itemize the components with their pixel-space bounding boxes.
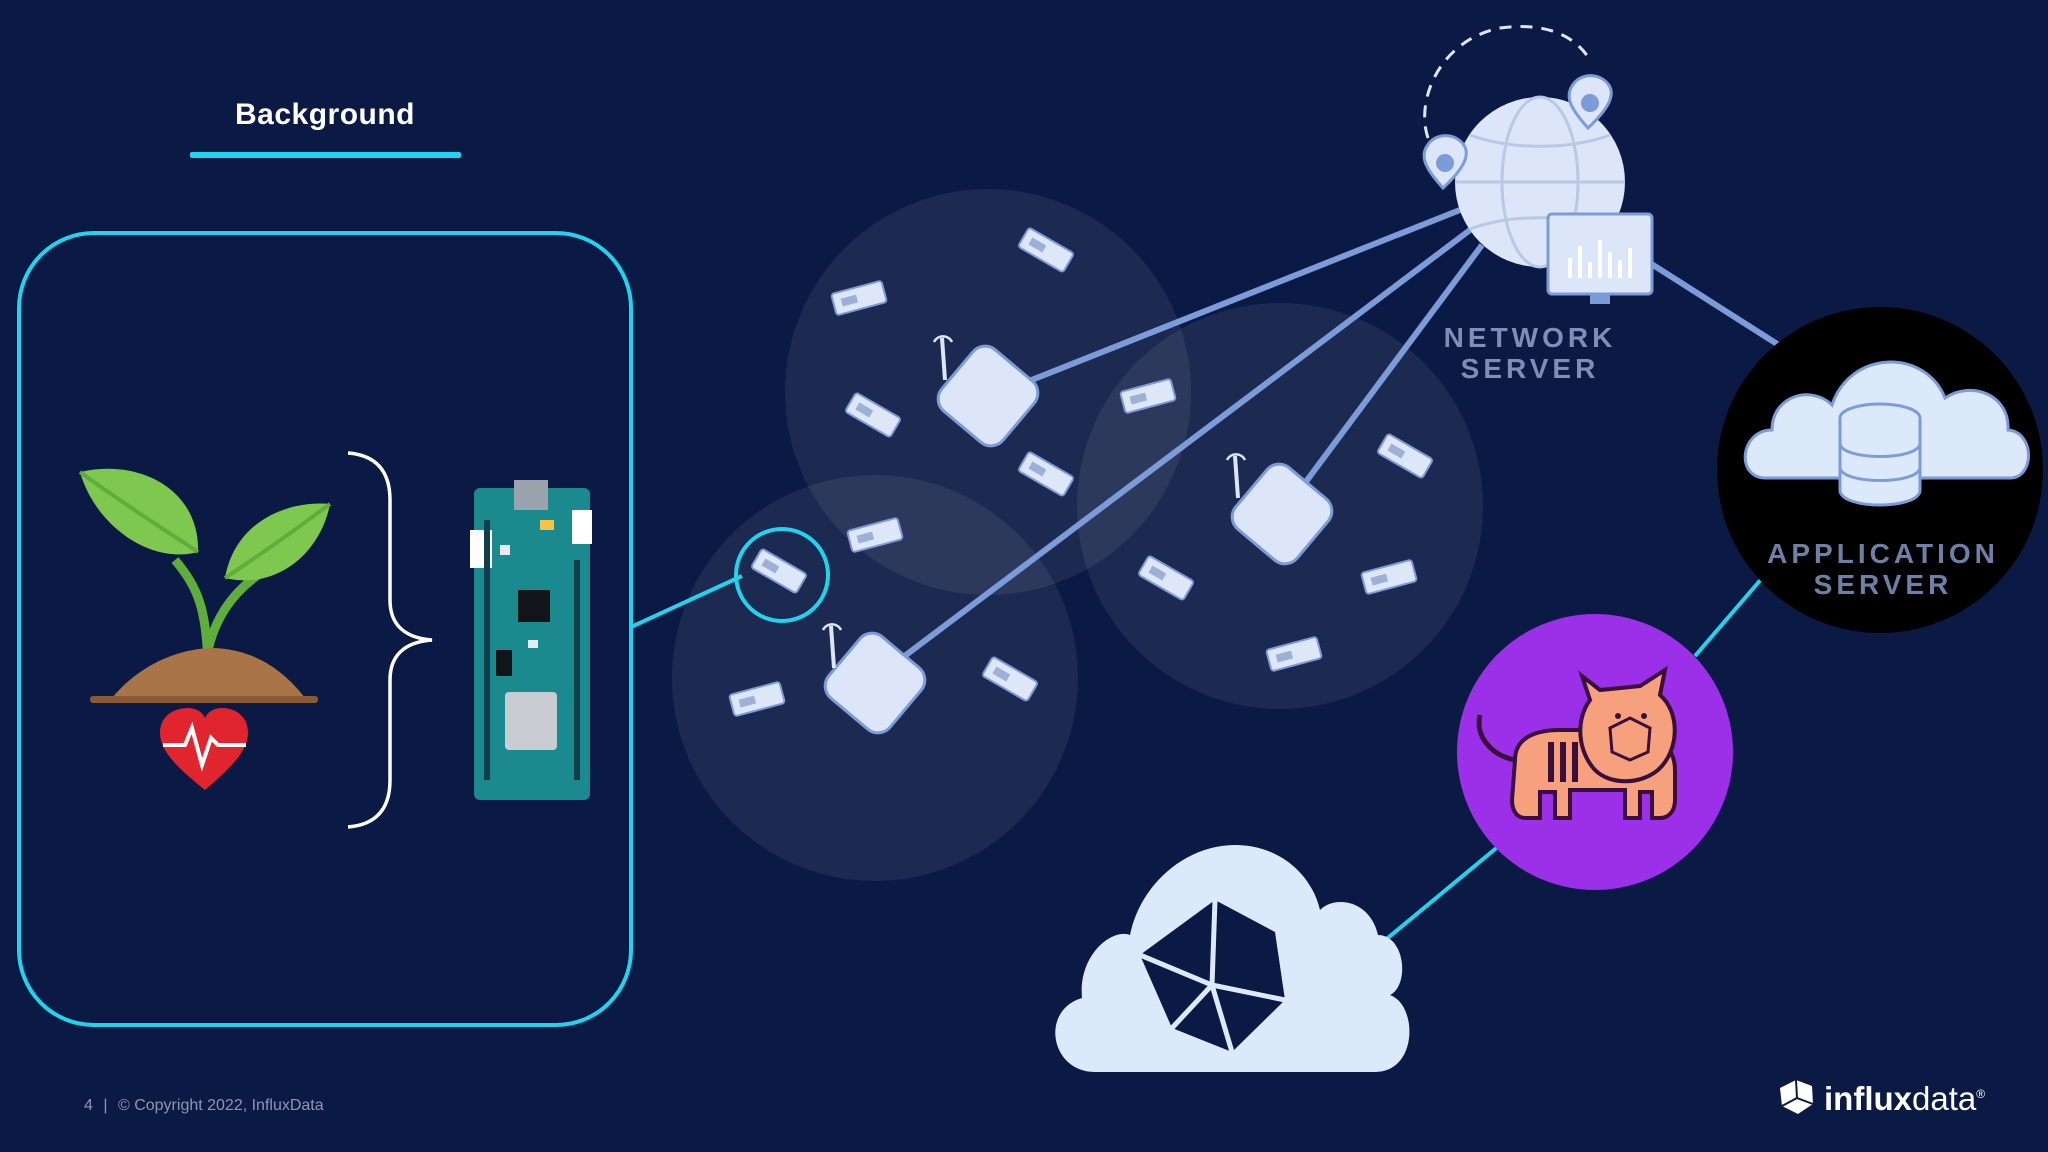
gateway-link-3 — [1302, 243, 1485, 485]
network-server-label: NETWORK SERVER — [1443, 322, 1617, 384]
title-underline — [190, 152, 461, 158]
lora-gateway-icon — [932, 335, 1040, 448]
logo-registered-mark: ® — [1976, 1087, 1986, 1101]
influxdb-cloud-icon — [1055, 845, 1410, 1072]
footer-separator: | — [103, 1097, 108, 1114]
footer: 4 | © Copyright 2022, InfluxData — [84, 1097, 324, 1115]
page-number: 4 — [84, 1097, 93, 1114]
dashed-orbit — [1423, 25, 1592, 139]
telegraf-tiger-icon — [1457, 614, 1733, 890]
device-box — [17, 231, 633, 1027]
device-link — [630, 574, 743, 629]
highlighted-sensor — [734, 527, 830, 623]
location-pin-icon — [1567, 74, 1613, 131]
copyright-text: © Copyright 2022, InfluxData — [117, 1097, 324, 1114]
influxdata-logo-mark-icon — [1780, 1079, 1814, 1114]
application-server-label: APPLICATION SERVER — [1767, 538, 1999, 600]
sprout-icon — [78, 468, 332, 703]
gateway-link-2 — [896, 227, 1472, 664]
logo-bold-part: influx — [1824, 1080, 1912, 1117]
arduino-board-icon — [470, 480, 592, 800]
slide-title: Background — [234, 98, 416, 131]
lora-gateway-icon — [821, 623, 927, 735]
brace — [347, 451, 433, 829]
gateway-link-1 — [1022, 203, 1472, 386]
logo-regular-part: data — [1912, 1080, 1977, 1117]
location-pin-icon — [1422, 134, 1468, 191]
heart-pulse-icon — [160, 708, 248, 790]
app-telegraf-link — [1693, 575, 1765, 658]
sensor-node-icon — [728, 227, 1433, 717]
cloud-database-icon — [1717, 307, 2043, 633]
influxdata-logo: influxdata® — [1824, 1080, 1985, 1118]
lora-gateway-icon — [1225, 453, 1334, 566]
monitor-chart-icon — [1546, 212, 1654, 304]
